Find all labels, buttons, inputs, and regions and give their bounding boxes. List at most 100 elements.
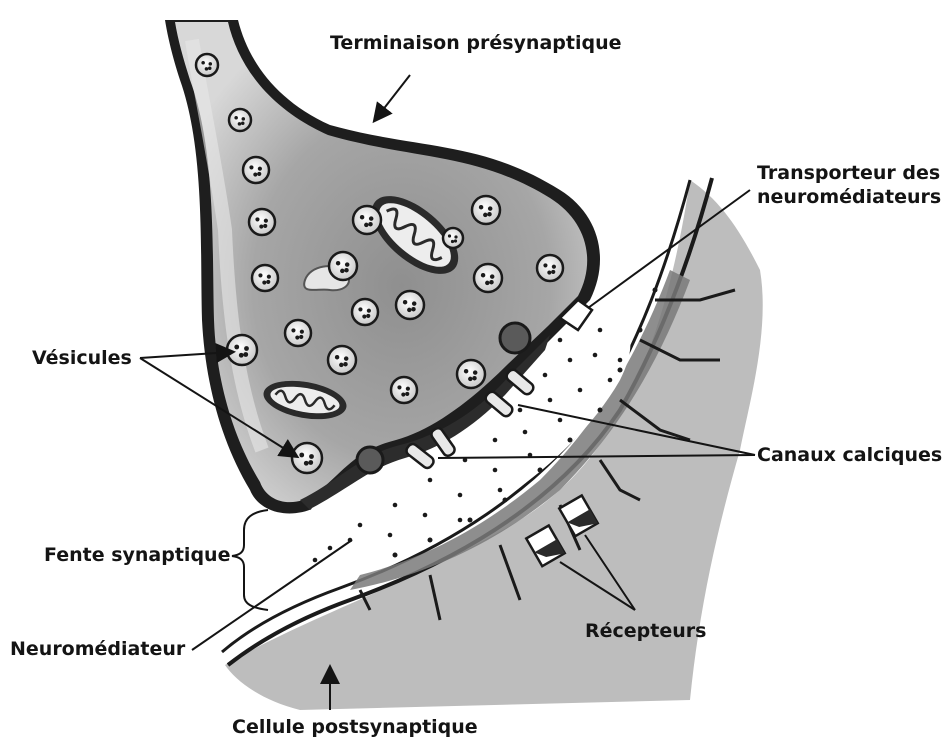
vesicle-content [481,273,485,277]
vesicle-content [201,61,205,65]
label-calcium-channels: Canaux calciques [757,442,942,468]
vesicle [352,299,378,325]
vesicle-content [368,222,372,226]
vesicle [457,360,485,388]
vesicle-content [309,454,314,459]
vesicle-content [299,335,303,339]
vesicle-content [291,328,295,332]
vesicle [396,291,424,319]
vesicle-content [364,223,368,227]
vesicle-content [405,392,409,396]
vesicle-content [360,215,364,219]
vesicle-content [366,314,370,318]
vesicle-content [454,235,457,238]
vesicle-content [238,122,242,126]
vesicle [292,443,322,473]
label-transporter-line1: Transporteur des [757,160,940,186]
vesicle-content [304,461,309,466]
vesicle-content [406,387,410,391]
vesicle-content [263,224,267,228]
label-transporter-line2: neuromédiateurs [757,184,941,210]
vesicle-content [407,308,411,312]
vesicle-content [343,362,347,366]
label-postsynaptic-cell: Cellule postsynaptique [232,714,478,740]
vesicle-content [479,205,483,209]
vesicle [252,265,278,291]
vesicle-content [489,280,493,284]
vesicle-content [244,346,249,351]
vesicle-content [209,62,213,66]
vesicle-content [249,165,253,169]
vesicle [474,264,502,292]
vesicle [196,54,218,76]
vesicle-content [239,353,244,358]
vesicle [353,206,381,234]
vesicle-content [242,117,246,121]
vesicle-content [401,392,405,396]
vesicle [227,335,257,365]
vesicle-content [412,301,416,305]
vesicle-content [267,275,271,279]
vesicle [249,209,275,235]
vesicle [285,320,311,346]
vesicle-content [336,261,340,265]
cleft-brace [232,510,268,610]
vesicle-content [205,67,209,71]
vesicle-content [234,116,238,120]
vesicle-content [300,330,304,334]
vesicle-content [411,307,415,311]
vesicle-content [335,355,339,359]
vesicle [243,157,269,183]
vesicle-content [255,217,259,221]
vesicle-content [358,307,362,311]
vesicle-content [339,363,343,367]
vesicle-content [253,172,257,176]
vesicle-content [344,268,348,272]
label-neurotransmitter: Neuromédiateur [10,636,185,662]
label-presynaptic-terminal: Terminaison présynaptique [330,30,621,56]
vesicle-content [308,460,313,465]
vesicle-content [362,314,366,318]
vesicle-content [488,206,492,210]
vesicle-content [472,376,476,380]
label-receptors: Récepteurs [585,618,706,644]
vesicle [229,109,251,131]
vesicle [472,196,500,224]
vesicle-content [208,67,212,71]
vesicle-content [259,224,263,228]
vesicle-content [340,269,344,273]
vesicle-content [241,122,245,126]
vesicle-content [369,216,373,220]
vesicle-content [344,356,348,360]
vesicle-content [258,273,262,277]
vesicle-content [448,234,451,237]
vesicle-content [451,240,454,243]
vesicle-content [266,280,270,284]
vesicle-content [551,270,555,274]
label-synaptic-cleft: Fente synaptique [44,542,230,568]
vesicle-content [264,219,268,223]
label-vesicles: Vésicules [32,345,132,371]
vesicle-content [243,352,248,357]
vesicle-content [552,265,556,269]
vesicle-content [543,263,547,267]
vesicle-content [454,239,457,242]
vesicle-content [345,262,349,266]
vesicle [328,346,356,374]
vesicle-content [257,172,261,176]
vesicle-content [490,274,494,278]
vesicle-content [464,369,468,373]
vesicle-content [295,335,299,339]
vesicle-content [397,385,401,389]
vesicle-content [485,281,489,285]
vesicle-content [299,453,304,458]
vesicle-content [262,280,266,284]
vesicle-content [258,167,262,171]
vesicle-content [547,270,551,274]
vesicle [443,228,463,248]
vesicle-content [483,213,487,217]
vesicle [391,377,417,403]
vesicle-content [487,212,491,216]
